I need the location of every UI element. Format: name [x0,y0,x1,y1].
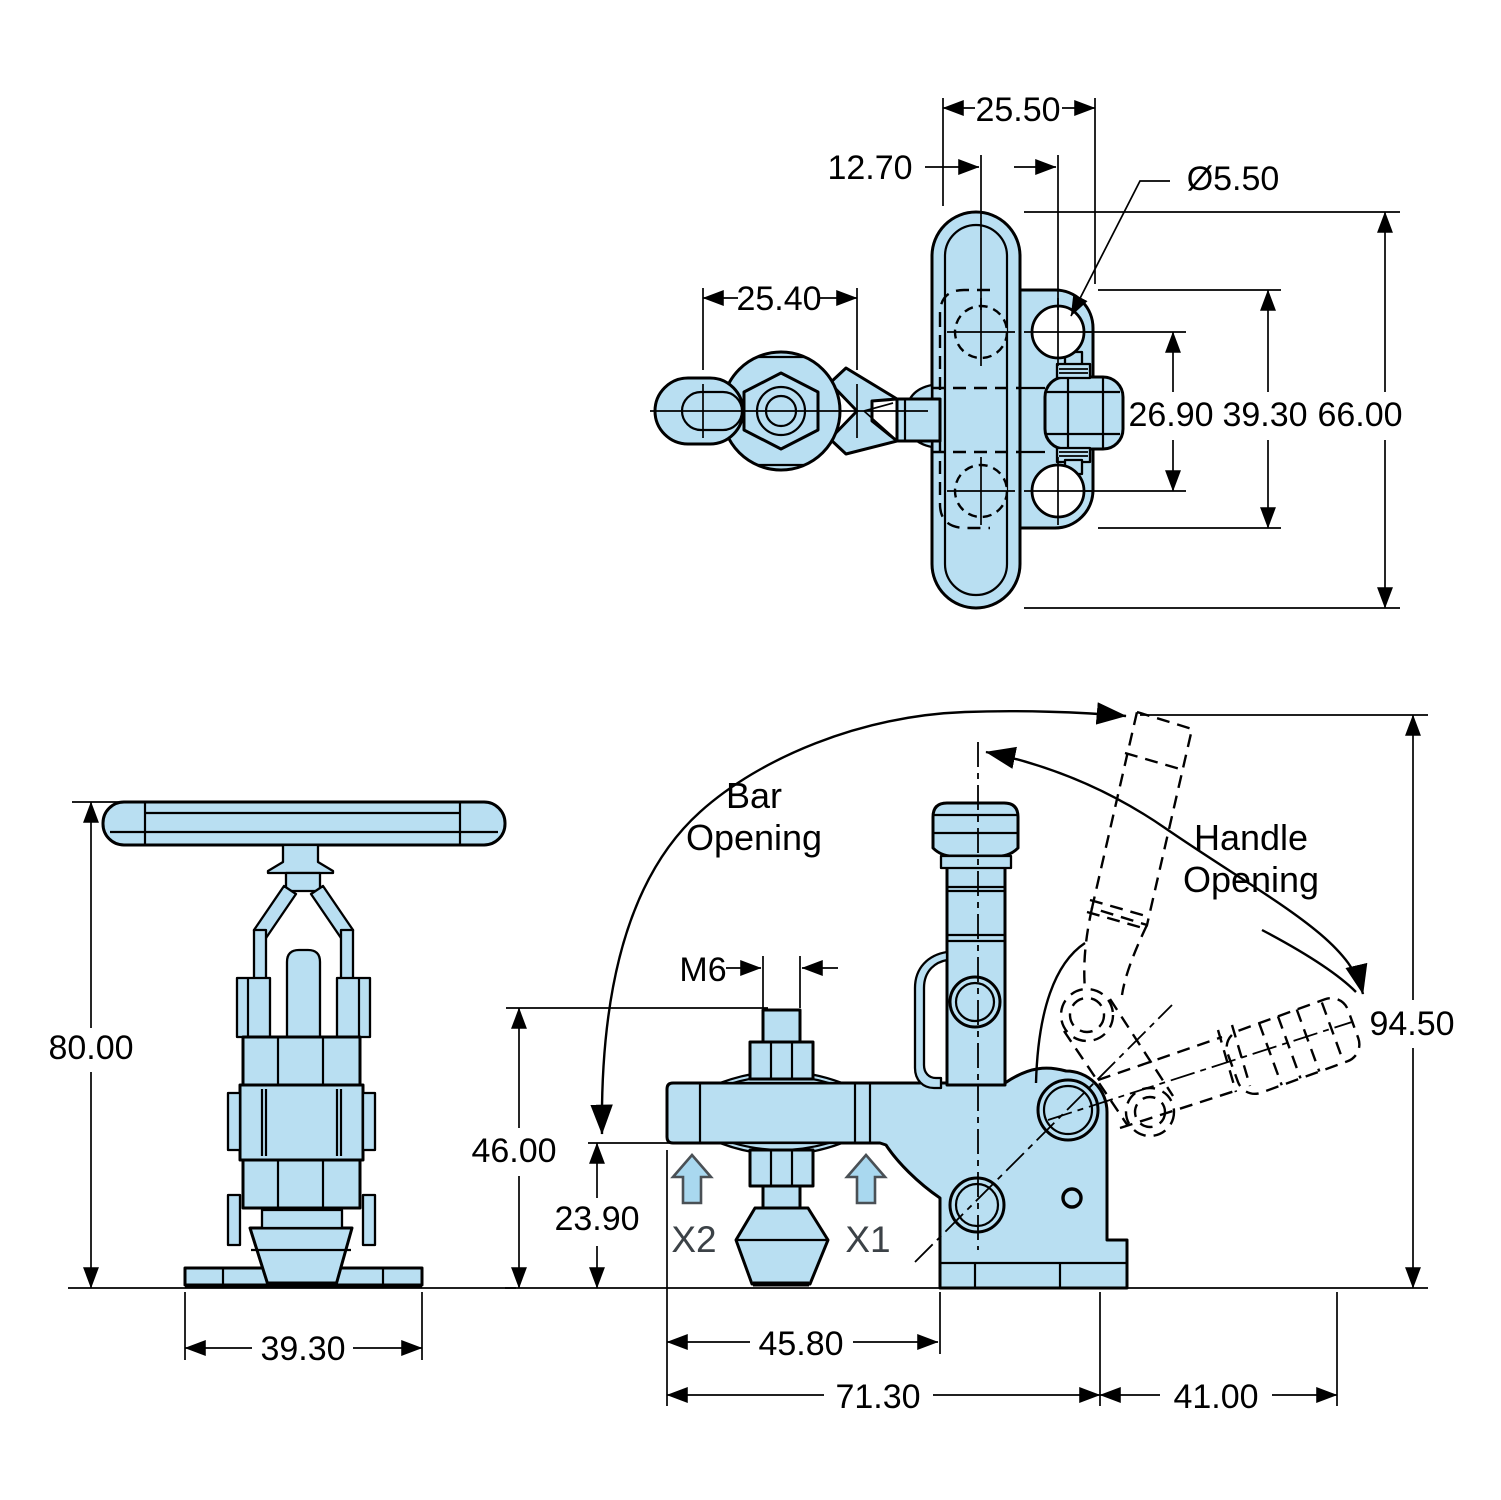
dimension-80-00: 80.00 [48,801,150,1289]
body-top-shape [1043,375,1125,451]
center-block [238,1083,365,1162]
force-arrow-x1: X1 [844,1153,891,1260]
dim-arm-reach: 45.80 [758,1325,843,1363]
dim-top-width: 25.50 [975,91,1060,129]
dimension-hole-dia: Ø5.50 [1070,160,1280,317]
bar-cap [931,801,1020,870]
hex-nut-lower [241,1158,362,1210]
dim-bar-length: 66.00 [1317,396,1402,434]
dim-base-length: 71.30 [835,1378,920,1416]
svg-text:Opening: Opening [686,817,822,858]
body-hole [1061,1187,1083,1209]
dimension-26-90: 26.90 [1128,331,1214,492]
svg-text:Opening: Opening [1183,859,1319,900]
dimension-12-70: 12.70 [827,149,1057,187]
spindle-top [650,350,942,472]
hex-nut-upper [241,1035,362,1087]
top-view: 25.50 12.70 Ø5.50 25.40 26.90 39.30 [650,91,1403,610]
svg-text:Bar: Bar [726,775,782,816]
dimension-25-40: 25.40 [702,280,858,318]
bar-opening-arc [590,702,1127,1135]
vertical-bar [945,864,1007,1087]
dim-link-span: 25.40 [736,280,821,318]
handle-phantom-open [1097,996,1361,1130]
handle-opening-label: Handle Opening [1183,817,1319,900]
mounting-hole-hidden [947,298,1015,366]
dim-hole-offset: 12.70 [827,149,912,187]
dimension-94-50: 94.50 [1369,714,1455,1289]
label-x2: X2 [671,1219,716,1260]
swivel-foot-front [248,1226,354,1287]
dimension-39-30-base: 39.30 [184,1292,423,1368]
dim-hole-pitch: 26.90 [1128,396,1213,434]
dimension-71-30: 71.30 [666,1378,1101,1416]
handle-opening-arc [985,746,1368,995]
dim-plate-height: 39.30 [1222,396,1307,434]
handle-phantom-up [1083,710,1194,996]
dimension-m6: M6 [679,951,838,989]
dim-overall-height: 80.00 [48,1029,133,1067]
dim-handle-height: 94.50 [1369,1005,1454,1043]
dimension-39-30-plate: 39.30 [1222,289,1308,529]
dim-handle-overhang: 41.00 [1173,1378,1258,1416]
dim-hole-dia: Ø5.50 [1187,160,1280,198]
dim-bar-clearance: 23.90 [554,1200,639,1238]
bar-opening-label: Bar Opening [686,775,822,858]
swivel-foot-side [734,1206,830,1286]
label-x1: X1 [845,1219,890,1260]
mounting-hole [1024,298,1092,366]
dimension-23-90: 23.90 [554,1142,640,1289]
force-arrow-x2: X2 [670,1153,717,1260]
dim-spindle-height: 46.00 [471,1132,556,1170]
front-view: 80.00 39.30 [48,800,516,1368]
dimension-45-80: 45.80 [666,1325,939,1363]
handle-opening-leader [1261,928,1357,993]
screw-bottom [1055,446,1092,476]
mounting-hole-hidden [947,457,1015,525]
side-view: Bar Opening Handle Opening M6 46.00 23.9… [471,702,1455,1416]
dimension-46-00: 46.00 [471,1007,557,1289]
center-rod [285,948,322,1039]
t-handle [101,800,507,847]
dim-thread: M6 [679,951,726,989]
dimension-25-50: 25.50 [942,91,1096,129]
dim-base-width: 39.30 [260,1330,345,1368]
dimension-66-00: 66.00 [1317,211,1403,609]
lower-pivot [948,1176,1006,1234]
upper-pivot [948,975,1002,1029]
hook [913,950,949,1090]
dimension-41-00: 41.00 [1099,1378,1338,1416]
mounting-hole [1024,457,1092,525]
svg-text:Handle: Handle [1194,817,1308,858]
